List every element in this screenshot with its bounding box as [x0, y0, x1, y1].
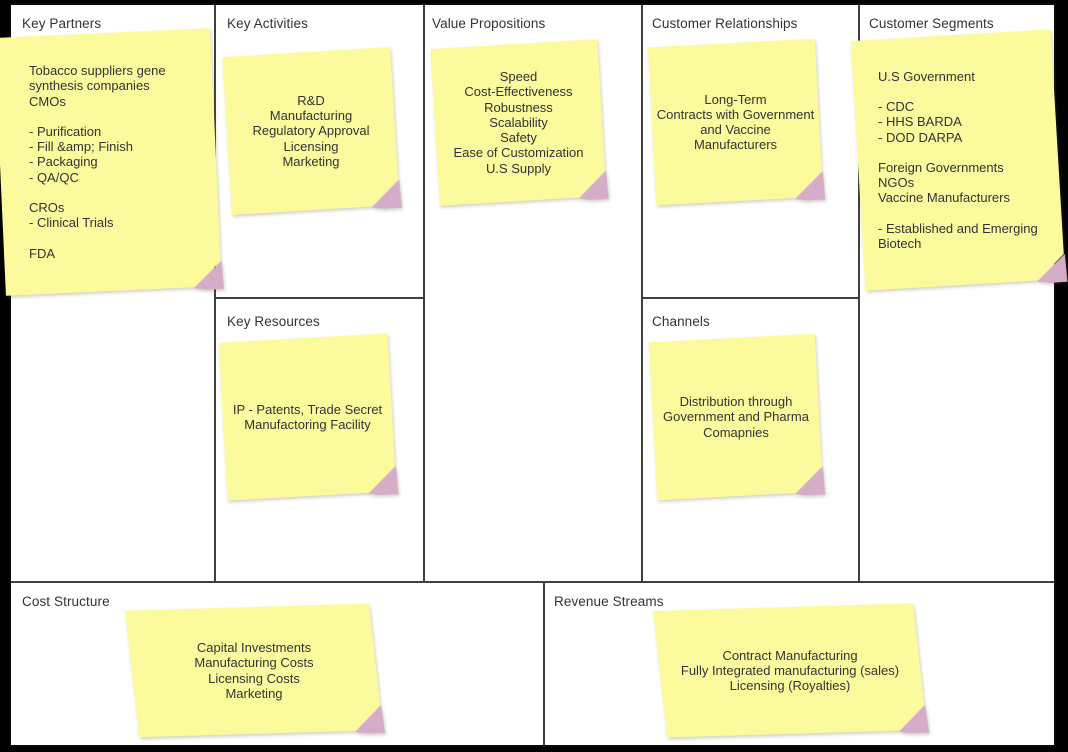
business-model-canvas: Key Partners Key Activities Value Propos…: [9, 3, 1056, 747]
grid-line-col1: [214, 5, 216, 581]
grid-line-cost-revenue-divider: [543, 581, 545, 745]
note-text: Contract Manufacturing Fully Integrated …: [680, 647, 900, 694]
customer-segments-note[interactable]: U.S Government - CDC - HHS BARDA - DOD D…: [858, 35, 1058, 285]
section-title-cost-structure: Cost Structure: [22, 594, 110, 609]
note-text: Long-Term Contracts with Government and …: [656, 91, 815, 153]
grid-line-channels-top: [641, 297, 860, 299]
key-activities-note[interactable]: R&D Manufacturing Regulatory Approval Li…: [227, 52, 395, 210]
note-text: U.S Government - CDC - HHS BARDA - DOD D…: [878, 68, 1038, 252]
note-text: IP - Patents, Trade Secret Manufactoring…: [232, 401, 383, 432]
value-propositions-note[interactable]: Speed Cost-Effectiveness Robustness Scal…: [435, 44, 602, 201]
note-text: Speed Cost-Effectiveness Robustness Scal…: [453, 69, 584, 176]
customer-relationships-note[interactable]: Long-Term Contracts with Government and …: [652, 43, 819, 201]
section-title-customer-relationships: Customer Relationships: [652, 16, 798, 31]
section-title-revenue-streams: Revenue Streams: [554, 594, 664, 609]
grid-line-col4: [858, 5, 860, 581]
note-text: R&D Manufacturing Regulatory Approval Li…: [252, 92, 370, 169]
key-resources-note[interactable]: IP - Patents, Trade Secret Manufactoring…: [223, 338, 392, 496]
section-title-value-propositions: Value Propositions: [432, 16, 546, 31]
grid-line-key-resources-top: [214, 297, 425, 299]
section-title-key-partners: Key Partners: [22, 16, 102, 31]
grid-line-col3: [641, 5, 643, 581]
channels-note[interactable]: Distribution through Government and Phar…: [653, 338, 819, 496]
section-title-key-resources: Key Resources: [227, 314, 320, 329]
note-text: Tobacco suppliers gene synthesis compani…: [29, 63, 166, 261]
key-partners-note[interactable]: Tobacco suppliers gene synthesis compani…: [0, 33, 216, 291]
cost-structure-note[interactable]: Capital Investments Manufacturing Costs …: [132, 607, 376, 734]
note-text: Distribution through Government and Phar…: [663, 394, 809, 440]
revenue-streams-note[interactable]: Contract Manufacturing Fully Integrated …: [660, 607, 920, 734]
section-title-customer-segments: Customer Segments: [869, 16, 994, 31]
section-title-key-activities: Key Activities: [227, 16, 308, 31]
section-title-channels: Channels: [652, 314, 710, 329]
grid-line-bottom-row-top: [11, 581, 1054, 583]
note-text: Capital Investments Manufacturing Costs …: [194, 640, 314, 701]
grid-line-col2: [423, 5, 425, 581]
